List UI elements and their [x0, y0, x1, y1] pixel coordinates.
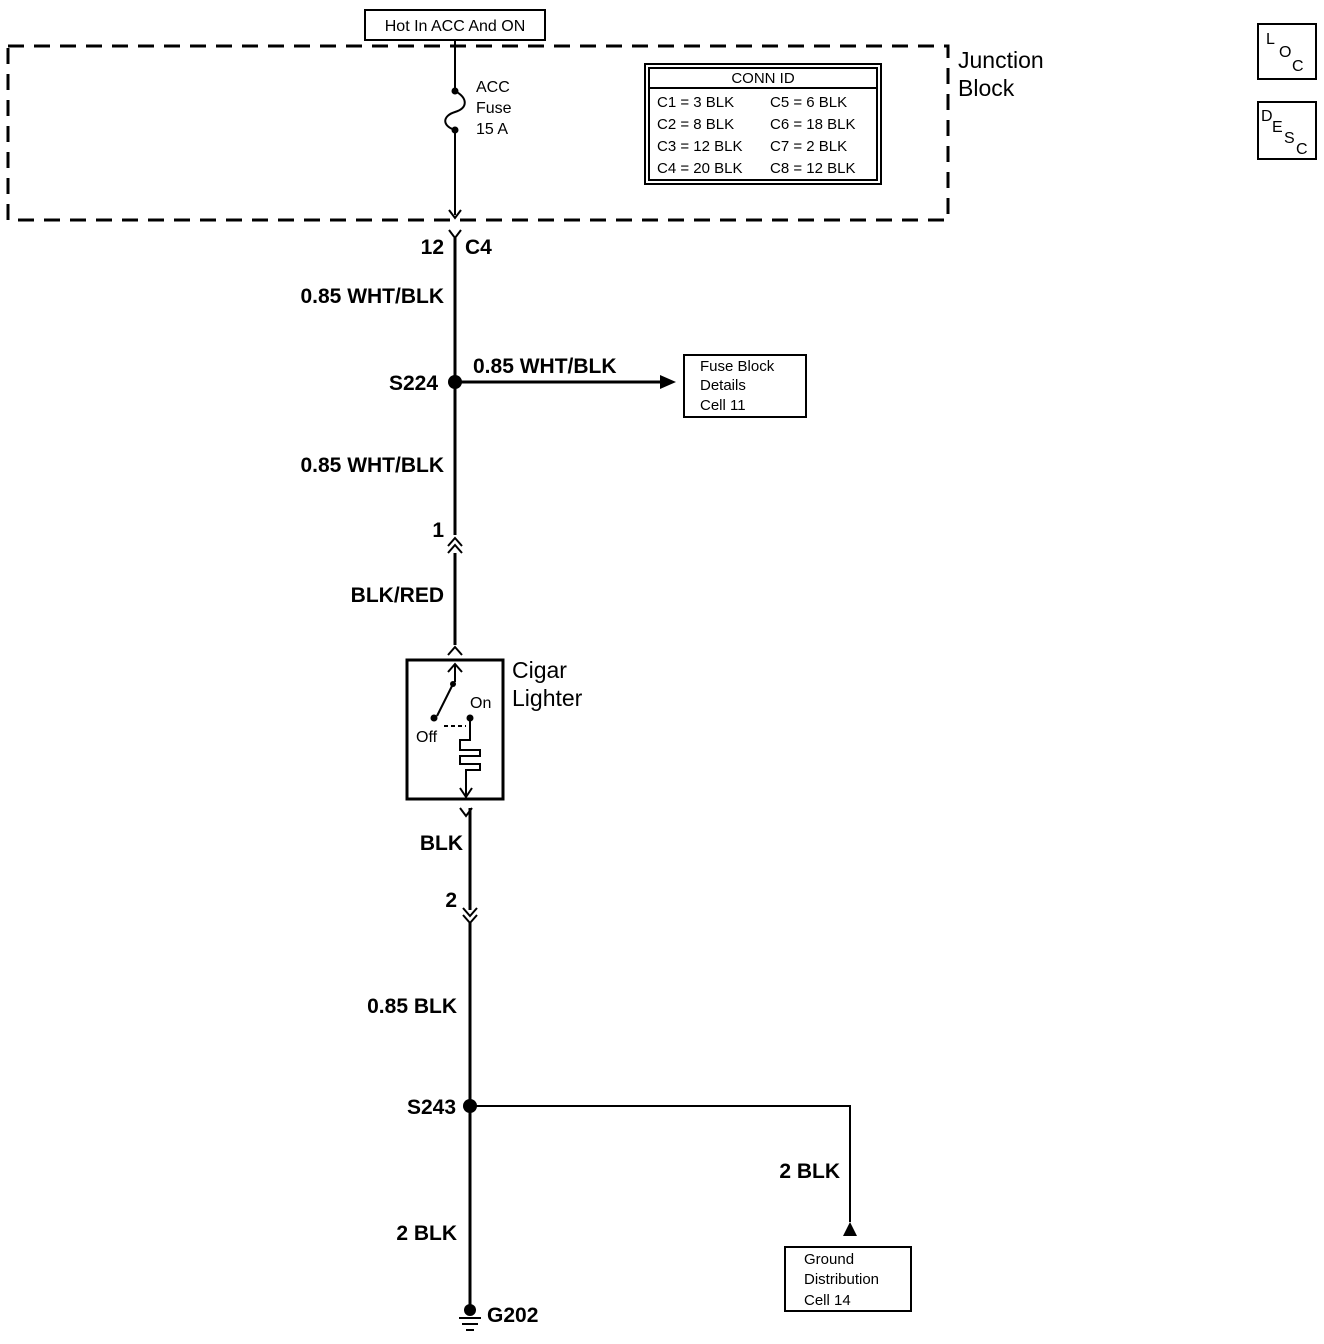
conn-id-c4: C4 = 20 BLK	[657, 160, 742, 177]
ground-ref-1: Ground	[804, 1251, 854, 1268]
switch-off-contact	[430, 714, 438, 722]
splice-s224-label: S224	[389, 372, 438, 395]
cigar-lighter-label-2: Lighter	[512, 685, 583, 711]
conn-id-c8: C8 = 12 BLK	[770, 160, 855, 177]
ground-ref-2: Distribution	[804, 1271, 879, 1288]
ground-ref-3: Cell 14	[804, 1292, 851, 1309]
junction-block-label-2: Block	[958, 75, 1015, 101]
fuse-label-2: Fuse	[476, 100, 512, 117]
connector-2	[462, 907, 478, 925]
wire-branch-s243	[470, 1105, 851, 1222]
conn-id-c6: C6 = 18 BLK	[770, 116, 855, 133]
cigar-lighter-label-1: Cigar	[512, 657, 567, 683]
junction-block-label-1: Junction	[958, 47, 1044, 73]
wire-label-2: 0.85 WHT/BLK	[300, 454, 444, 477]
connector-1	[447, 536, 463, 554]
loc-letter-c: C	[1292, 58, 1304, 75]
cigar-lighter	[405, 658, 505, 801]
ground-branch-arrow	[843, 1222, 857, 1236]
fuse-label-3: 15 A	[476, 121, 508, 138]
power-source-box: Hot In ACC And ON	[364, 9, 546, 41]
desc-letter-d: D	[1261, 108, 1273, 125]
conn-id-table: CONN ID C1 = 3 BLK C5 = 6 BLK C2 = 8 BLK…	[644, 63, 882, 185]
ground-distribution-link[interactable]: Ground Distribution Cell 14	[784, 1246, 912, 1312]
acc-fuse	[444, 40, 466, 220]
branch-arrow	[660, 375, 676, 389]
wire-label-6: 2 BLK	[396, 1222, 457, 1245]
connector-c4-pin: 12	[421, 236, 444, 259]
connector-1-label: 1	[432, 519, 444, 542]
fuse-block-ref-2: Details	[700, 377, 746, 394]
fuse-block-ref-3: Cell 11	[700, 397, 746, 414]
desc-letter-e: E	[1272, 119, 1283, 136]
wire-label-1: 0.85 WHT/BLK	[300, 285, 444, 308]
loc-letter-o: O	[1279, 44, 1291, 61]
fuse-block-details-link[interactable]: Fuse Block Details Cell 11	[683, 354, 807, 418]
fuse-label-1: ACC	[476, 79, 510, 96]
heating-element-icon	[459, 718, 481, 795]
fuse-block-ref-1: Fuse Block	[700, 358, 775, 375]
loc-button[interactable]: L O C	[1257, 23, 1317, 80]
switch-off-label: Off	[416, 729, 438, 746]
desc-letter-s: S	[1284, 130, 1295, 147]
desc-letter-c: C	[1296, 141, 1308, 158]
connector-2-label: 2	[445, 889, 457, 912]
junction-block-outline	[6, 44, 950, 222]
wire-label-3: BLK/RED	[351, 584, 444, 607]
conn-id-title: CONN ID	[731, 70, 795, 87]
conn-id-c1: C1 = 3 BLK	[657, 94, 734, 111]
loc-letter-l: L	[1266, 31, 1275, 48]
connector-c4-name: C4	[465, 236, 492, 259]
conn-id-c5: C5 = 6 BLK	[770, 94, 847, 111]
splice-s243-label: S243	[407, 1096, 456, 1119]
ground-label: G202	[487, 1304, 538, 1327]
conn-id-c2: C2 = 8 BLK	[657, 116, 734, 133]
desc-button[interactable]: D E S C	[1257, 101, 1317, 160]
connector-c4	[448, 229, 462, 240]
ground-symbol-icon	[459, 1304, 481, 1331]
power-source-label: Hot In ACC And ON	[385, 18, 526, 35]
switch-on-label: On	[470, 695, 491, 712]
branch-wire-label: 0.85 WHT/BLK	[473, 355, 617, 378]
conn-id-c7: C7 = 2 BLK	[770, 138, 847, 155]
wire-label-5: 0.85 BLK	[367, 995, 457, 1018]
wire-label-4: BLK	[420, 832, 463, 855]
branch2-wire-label: 2 BLK	[779, 1160, 840, 1183]
conn-id-c3: C3 = 12 BLK	[657, 138, 742, 155]
